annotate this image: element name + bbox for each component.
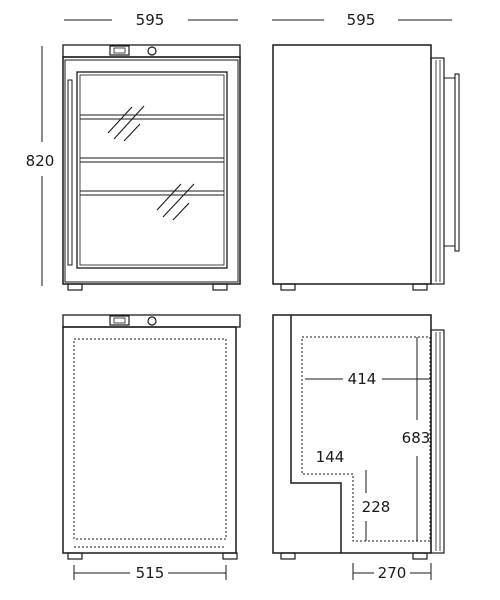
- bottom-depth-dimension: 270: [352, 563, 432, 582]
- glass-reflection-icon: [107, 105, 195, 221]
- front-view: 595 820: [26, 11, 241, 291]
- front-glass-window-inner: [79, 74, 225, 266]
- step-height-label: 228: [362, 498, 391, 516]
- interior-depth-upper-dimension: 414: [305, 370, 430, 388]
- side-depth-label: 595: [347, 11, 376, 29]
- interior-foot-right: [222, 552, 238, 560]
- interior-foot-left: [67, 552, 83, 560]
- interior-height-label: 683: [402, 429, 431, 447]
- side-view: 595: [272, 11, 460, 291]
- interior-knob-icon: [147, 316, 157, 326]
- side-foot-left: [280, 283, 296, 291]
- front-width-dimension: 595: [64, 11, 238, 29]
- section-foot-right: [412, 552, 428, 560]
- side-handle: [444, 73, 460, 252]
- interior-height-dimension: 683: [402, 337, 431, 541]
- front-knob-icon: [147, 46, 157, 56]
- front-shelves: [80, 114, 224, 196]
- front-width-label: 595: [136, 11, 165, 29]
- front-cabinet: [62, 56, 241, 285]
- step-depth-label: 144: [316, 448, 345, 466]
- interior-display-icon: [109, 315, 130, 326]
- front-interior-view: 515: [62, 314, 241, 582]
- side-section-door: [430, 329, 445, 554]
- front-foot-left: [67, 283, 83, 291]
- interior-width-dimension: 515: [73, 564, 227, 582]
- step-height-dimension: 228: [362, 470, 391, 541]
- front-display-inner-icon: [113, 47, 126, 54]
- interior-depth-upper-label: 414: [348, 370, 377, 388]
- side-section-usable-area: [301, 336, 431, 542]
- interior-width-label: 515: [136, 564, 165, 582]
- front-display-icon: [109, 45, 130, 56]
- height-label: 820: [26, 152, 55, 170]
- bottom-depth-label: 270: [378, 564, 407, 582]
- interior-front-cabinet: [62, 326, 237, 554]
- side-foot-right: [412, 283, 428, 291]
- front-glass-window: [76, 71, 228, 269]
- front-door-handle: [67, 79, 73, 266]
- side-door: [430, 57, 445, 285]
- interior-usable-area: [73, 338, 227, 540]
- front-foot-right: [212, 283, 228, 291]
- step-depth-dimension: 144: [316, 448, 345, 466]
- side-cabinet: [272, 44, 432, 285]
- side-depth-dimension: 595: [272, 11, 452, 29]
- section-foot-left: [280, 552, 296, 560]
- interior-display-inner-icon: [113, 317, 126, 324]
- front-door-frame: [64, 59, 239, 283]
- side-section-view: 414 683 144 228 270: [272, 314, 445, 582]
- height-dimension: 820: [26, 46, 55, 286]
